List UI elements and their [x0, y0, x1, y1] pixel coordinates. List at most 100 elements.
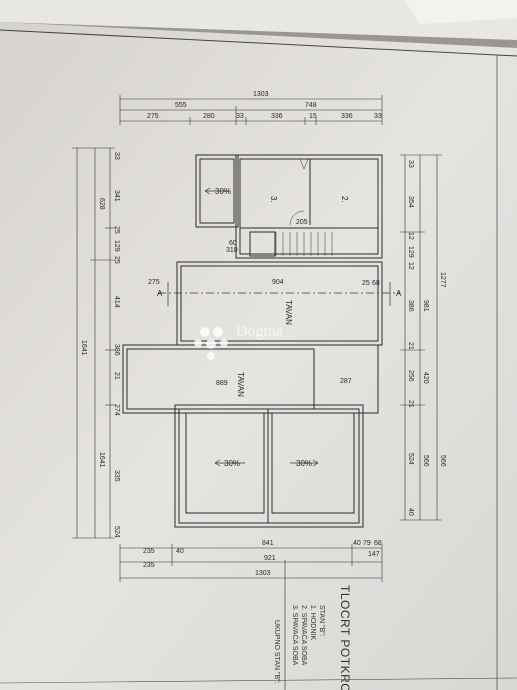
section-line — [158, 282, 400, 306]
tavan-offset-dim: 275 — [148, 279, 160, 286]
lower-rooms — [174, 404, 364, 528]
dim-right1-8: 21 — [407, 400, 414, 408]
door-dim: 205 — [296, 219, 308, 226]
slope-lower-left: 30% — [224, 459, 240, 468]
dim-top3-3: 336 — [271, 113, 283, 120]
legend-unit: STAN "B": — [318, 605, 325, 637]
tavan-lower-side: 287 — [340, 378, 352, 385]
dim-right1-6: 21 — [407, 342, 414, 350]
stair-landing — [249, 231, 276, 257]
dim-bottom1-6: 147 — [368, 551, 380, 558]
stair-dim-1: 60 — [229, 240, 237, 247]
plan-walls — [122, 154, 383, 528]
dim-right3-1: 566 — [439, 455, 446, 467]
room-3-label: 3. — [269, 196, 278, 203]
dim-top-right: 748 — [305, 102, 317, 109]
legend-item-1: 1. HODNIK — [309, 605, 316, 640]
legend-total: UKUPNO STAN "B": — [273, 620, 280, 684]
dim-right3-0: 1277 — [439, 272, 446, 288]
dim-left3-0: 33 — [113, 152, 120, 160]
tavan-upper-label: TAVAN — [284, 300, 293, 325]
dim-left3-1: 341 — [113, 190, 120, 202]
dim-left3-5: 414 — [113, 296, 120, 308]
dim-left3-6: 386 — [113, 344, 120, 356]
stair-dim-2: 310 — [226, 247, 238, 254]
watermark-logo — [194, 327, 228, 360]
slope-small-room: 30% — [215, 187, 231, 196]
dim-right1-4: 12 — [407, 262, 414, 270]
dim-bottom1-2: 841 — [262, 540, 274, 547]
dim-right1-7: 256 — [407, 370, 414, 382]
dim-left2-1: 1641 — [98, 452, 105, 468]
right-dimension-texts: 33 354 12 129 12 386 21 256 21 524 40 98… — [407, 160, 446, 516]
dim-left3-4: 25 — [113, 256, 120, 264]
bottom-dimension-lines — [119, 544, 383, 582]
plan-title: TLOCRT POTKROVL — [338, 585, 352, 690]
dim-left3-8: 274 — [113, 404, 120, 416]
rooms-block — [235, 154, 383, 259]
dim-left2-0: 628 — [98, 198, 105, 210]
dim-right1-3: 129 — [407, 246, 414, 258]
dim-right2-2: 566 — [422, 455, 429, 467]
tavan-lower-width: 889 — [216, 380, 228, 387]
dim-left3-10: 524 — [113, 526, 120, 538]
tavan-upper-width: 904 — [272, 279, 284, 286]
dim-right1-2: 12 — [407, 232, 414, 240]
dim-bottom1-3: 40 — [353, 540, 361, 547]
dim-right1-1: 354 — [407, 196, 414, 208]
left-dimension-texts: 1641 628 1641 33 341 25 129 25 414 386 2… — [80, 152, 120, 538]
dim-top3-6: 33 — [374, 113, 382, 120]
slope-lower-right: 30% — [296, 459, 312, 468]
tavan-side-1: 68 — [372, 280, 380, 287]
watermark-text: Dogma — [236, 323, 283, 340]
dim-bottom1-1: 40 — [176, 548, 184, 555]
dim-bottom2-1: 921 — [264, 555, 276, 562]
stair-treads — [275, 232, 333, 256]
dim-top-total: 1303 — [253, 91, 269, 98]
dim-top-left: 555 — [175, 102, 187, 109]
dim-left-total: 1641 — [80, 340, 87, 356]
dim-right1-9: 524 — [407, 453, 414, 465]
tavan-lower-label: TAVAN — [236, 372, 245, 397]
dim-top3-4: 15 — [309, 113, 317, 120]
slope-arrows — [204, 187, 319, 467]
dim-top3-1: 280 — [203, 113, 215, 120]
dim-bottom1-5: 68 — [374, 540, 382, 547]
left-dimension-lines — [72, 147, 115, 539]
dim-top3-0: 275 — [147, 113, 159, 120]
dim-bottom-total: 1303 — [255, 570, 271, 577]
section-marker-right: A — [396, 289, 402, 298]
main-paper — [0, 22, 517, 690]
room-2-label: 2. — [340, 196, 349, 203]
tavan-side-0: 25 — [362, 280, 370, 287]
legend: STAN "B": 1. HODNIK 2. SPAVAĆA SOBA 3. S… — [273, 605, 325, 684]
door-arc — [289, 210, 305, 226]
dim-bottom2-0: 235 — [143, 562, 155, 569]
dim-top3-5: 336 — [341, 113, 353, 120]
dim-right1-10: 40 — [407, 508, 414, 516]
dim-right2-1: 420 — [422, 372, 429, 384]
dim-bottom1-4: 79 — [363, 540, 371, 547]
dim-right1-0: 33 — [407, 160, 414, 168]
sheet-border-bottom — [0, 677, 517, 684]
top-dimension-lines — [119, 95, 383, 125]
legend-item-2: 2. SPAVAĆA SOBA — [300, 605, 309, 666]
dim-left3-3: 129 — [113, 240, 120, 252]
dim-top3-2: 33 — [236, 113, 244, 120]
right-dimension-lines — [400, 154, 442, 521]
dim-bottom1-0: 235 — [143, 548, 155, 555]
dim-left3-2: 25 — [113, 226, 120, 234]
sheet-border-top — [0, 29, 517, 57]
small-room — [195, 154, 239, 228]
dim-left3-7: 21 — [113, 372, 120, 380]
window-mark — [299, 158, 309, 170]
top-paper-sheet — [0, 0, 517, 40]
dim-right2-0: 981 — [422, 300, 429, 312]
section-marker-left: A — [157, 289, 163, 298]
legend-item-3: 3. SPAVAĆA SOBA — [291, 605, 300, 666]
dim-right1-5: 386 — [407, 300, 414, 312]
dim-left3-9: 335 — [113, 470, 120, 482]
corner-paper — [405, 0, 517, 24]
